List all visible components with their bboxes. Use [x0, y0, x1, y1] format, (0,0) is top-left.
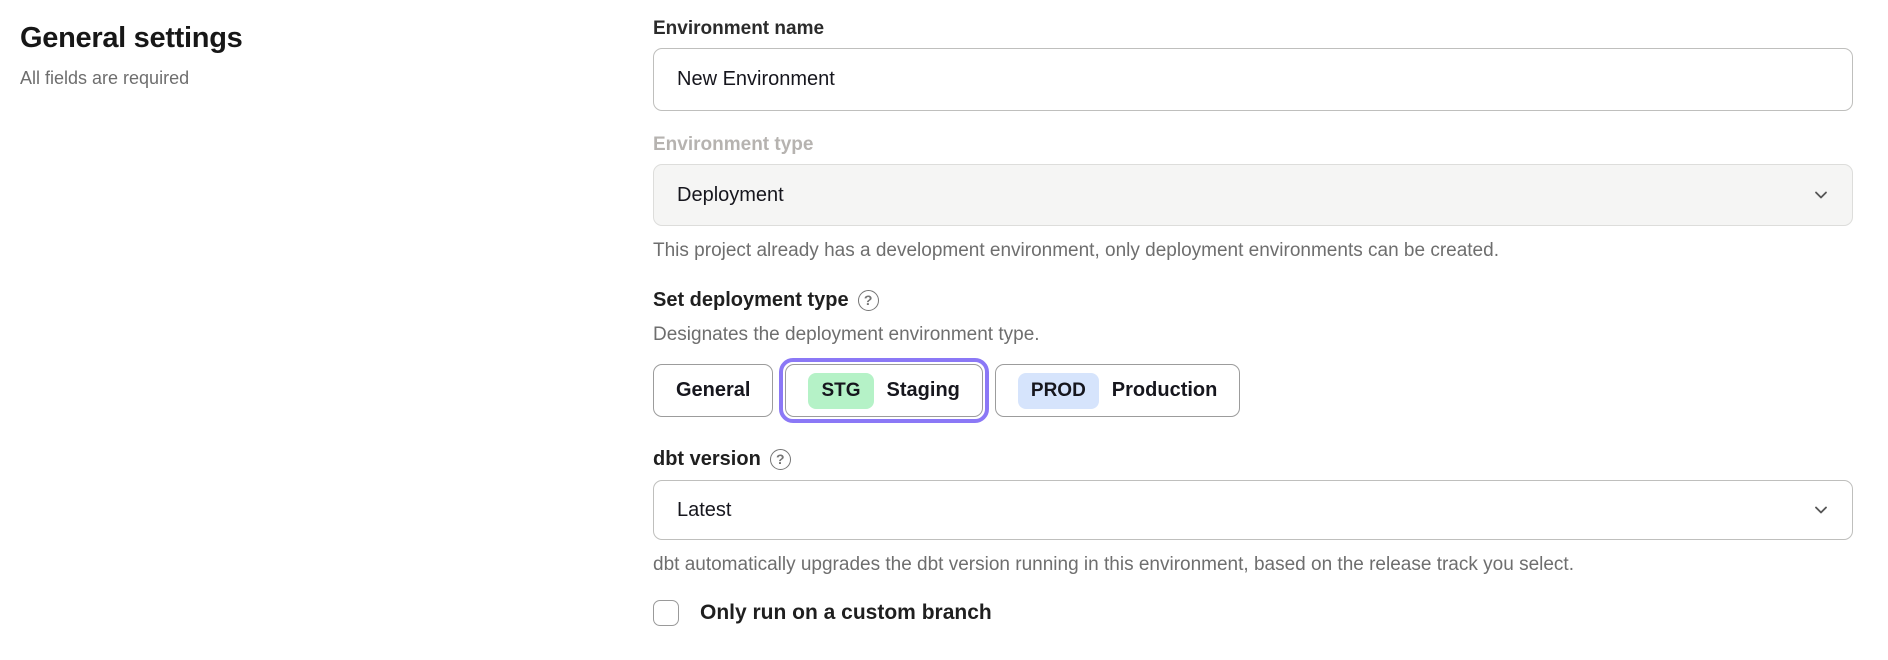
settings-form: Environment name Environment type Deploy… — [653, 0, 1888, 660]
deployment-type-staging-button[interactable]: STG Staging — [785, 364, 983, 417]
deployment-type-options: General STG Staging PROD Production — [653, 358, 1853, 423]
environment-type-value: Deployment — [677, 183, 784, 206]
environment-name-input[interactable] — [653, 48, 1853, 111]
environment-type-label: Environment type — [653, 134, 814, 155]
custom-branch-label: Only run on a custom branch — [700, 601, 992, 624]
deployment-type-selected-ring: STG Staging — [779, 358, 989, 423]
dbt-version-select[interactable]: Latest — [653, 480, 1853, 540]
dbt-version-heading: dbt version ? — [653, 447, 1853, 471]
dbt-version-value: Latest — [677, 498, 732, 521]
production-badge: PROD — [1017, 372, 1099, 409]
chevron-down-icon — [1812, 186, 1830, 204]
deployment-type-heading: Set deployment type ? — [653, 288, 1853, 312]
environment-type-select: Deployment — [653, 164, 1853, 226]
help-icon[interactable]: ? — [857, 289, 879, 311]
environment-name-label: Environment name — [653, 18, 825, 39]
page-title: General settings — [20, 22, 243, 54]
help-icon[interactable]: ? — [769, 448, 791, 470]
deployment-type-general-label: General — [676, 379, 751, 401]
environment-type-helper: This project already has a development e… — [653, 240, 1499, 261]
settings-header-panel: General settings All fields are required — [0, 0, 653, 660]
deployment-type-general-button[interactable]: General — [653, 364, 774, 417]
page-subtitle: All fields are required — [20, 68, 190, 89]
staging-badge: STG — [808, 372, 874, 409]
deployment-type-production-label: Production — [1111, 379, 1218, 401]
custom-branch-checkbox[interactable] — [653, 600, 679, 626]
chevron-down-icon — [1812, 501, 1830, 519]
deployment-type-description: Designates the deployment environment ty… — [653, 324, 1040, 345]
dbt-version-helper: dbt automatically upgrades the dbt versi… — [653, 554, 1574, 575]
deployment-type-staging-label: Staging — [886, 379, 960, 401]
deployment-type-production-button[interactable]: PROD Production — [994, 364, 1241, 417]
custom-branch-row[interactable]: Only run on a custom branch — [653, 600, 1853, 626]
dbt-version-heading-text: dbt version — [653, 448, 761, 470]
deployment-type-heading-text: Set deployment type — [653, 289, 849, 311]
